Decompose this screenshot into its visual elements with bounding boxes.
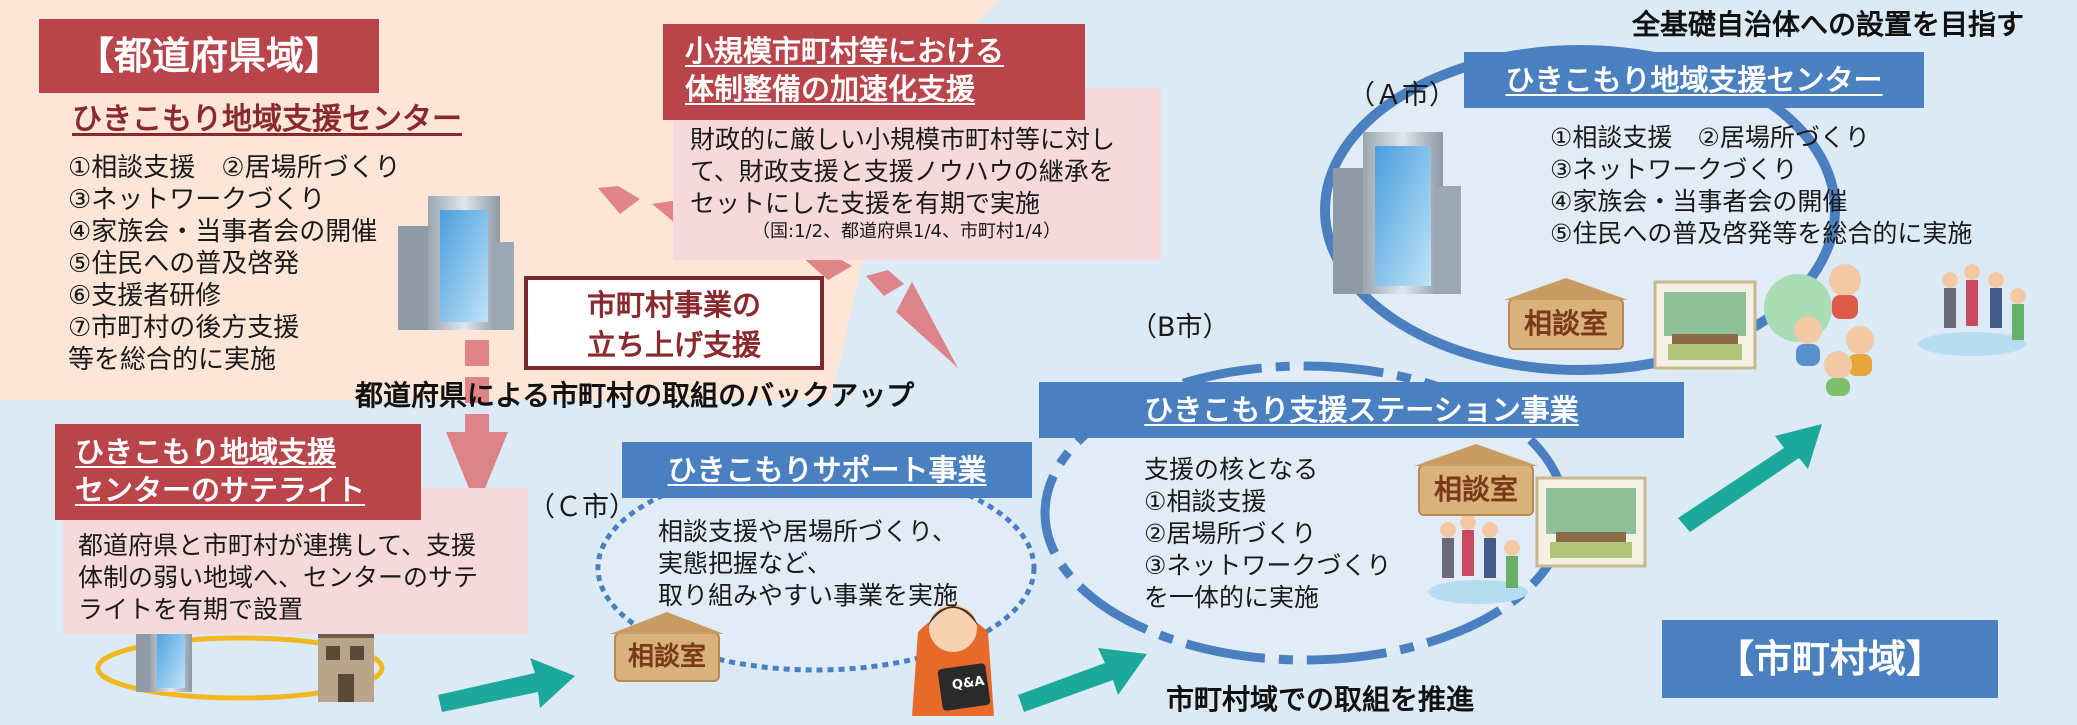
station-title: ひきこもり支援ステーション事業 bbox=[1039, 382, 1684, 438]
list-item: ⑤住民への普及啓発 bbox=[68, 249, 300, 279]
small-muni-title: 小規模市町村等における 体制整備の加速化支援 bbox=[663, 24, 1085, 120]
house-icon bbox=[318, 628, 374, 702]
satellite-description: 都道府県と市町村が連携して、支援 体制の弱い地域へ、センターのサテ ライトを有期… bbox=[78, 531, 479, 624]
small-muni-description: 財政的に厳しい小規模市町村等に対し て、財政支援と支援ノウハウの継承を セットに… bbox=[690, 125, 1116, 218]
list-item: 等を総合的に実施 bbox=[68, 345, 277, 375]
prefecture-center-items: ①相談支援 ②居場所づくり ③ネットワークづくり ④家族会・当事者会の開催 ⑤住… bbox=[68, 152, 401, 376]
meeting-room-icon bbox=[1535, 476, 1647, 568]
list-item: ④家族会・当事者会の開催 bbox=[68, 217, 378, 247]
list-item: ③ネットワークづくり bbox=[68, 185, 326, 215]
list-item: ⑦市町村の後方支援 bbox=[68, 313, 300, 343]
support-project-title: ひきこもりサポート事業 bbox=[622, 442, 1032, 498]
station-description: 支援の核となる ①相談支援 ②居場所づくり ③ネットワークづくり を一体的に実施 bbox=[1144, 455, 1392, 612]
satellite-title: ひきこもり地域支援 センターのサテライト bbox=[55, 424, 421, 520]
list-item: ⑤住民への普及啓発等を総合的に実施 bbox=[1550, 219, 1973, 248]
backup-caption: 都道府県による市町村の取組のバックアップ bbox=[355, 379, 915, 412]
building-icon bbox=[398, 196, 514, 330]
funding-ratio-note: （国:1/2、都道府県1/4、市町村1/4） bbox=[752, 221, 1061, 242]
city-c-oval bbox=[595, 463, 1037, 673]
consultation-room-sign-icon: 相談室 bbox=[1508, 298, 1624, 350]
list-item: ⑥支援者研修 bbox=[68, 281, 222, 311]
city-a-label: （Ａ市） bbox=[1348, 80, 1456, 111]
city-b-label: （B市） bbox=[1130, 312, 1230, 343]
meeting-room-icon bbox=[1653, 280, 1757, 370]
city-c-label: （Ｃ市） bbox=[528, 492, 636, 523]
promote-caption: 市町村域での取組を推進 bbox=[1166, 683, 1475, 716]
city-a-center-title: ひきこもり地域支援センター bbox=[1464, 52, 1924, 108]
municipal-region-label: 【市町村域】 bbox=[1662, 620, 1998, 698]
prefecture-region-label: 【都道府県域】 bbox=[39, 19, 379, 93]
woman-holding-qa-board-icon bbox=[912, 604, 994, 716]
city-a-center-items: ①相談支援 ②居場所づくり ③ネットワークづくり ④家族会・当事者会の開催 ⑤住… bbox=[1550, 122, 1972, 250]
satellite-area-oval bbox=[95, 635, 385, 701]
people-group-icon bbox=[1918, 264, 2026, 356]
support-project-description: 相談支援や居場所づくり、 実態把握など、 取り組みやすい事業を実施 bbox=[658, 517, 959, 610]
prefecture-center-title: ひきこもり地域支援センター bbox=[72, 102, 462, 137]
list-item: ①相談支援 ②居場所づくり bbox=[68, 153, 401, 183]
people-group-icon bbox=[1764, 264, 1874, 396]
list-item: ④家族会・当事者会の開催 bbox=[1550, 187, 1848, 216]
consultation-room-sign-icon: 相談室 bbox=[614, 632, 720, 682]
building-icon bbox=[1333, 132, 1461, 294]
list-item: ③ネットワークづくり bbox=[1550, 155, 1798, 184]
launch-support-box: 市町村事業の 立ち上げ支援 bbox=[524, 276, 824, 370]
people-group-icon bbox=[1428, 514, 1528, 604]
consultation-room-sign-icon: 相談室 bbox=[1418, 464, 1534, 516]
list-item: ①相談支援 ②居場所づくり bbox=[1550, 123, 1870, 152]
goal-caption: 全基礎自治体への設置を目指す bbox=[1632, 8, 2025, 41]
teal-arrow-icon bbox=[438, 424, 1822, 712]
